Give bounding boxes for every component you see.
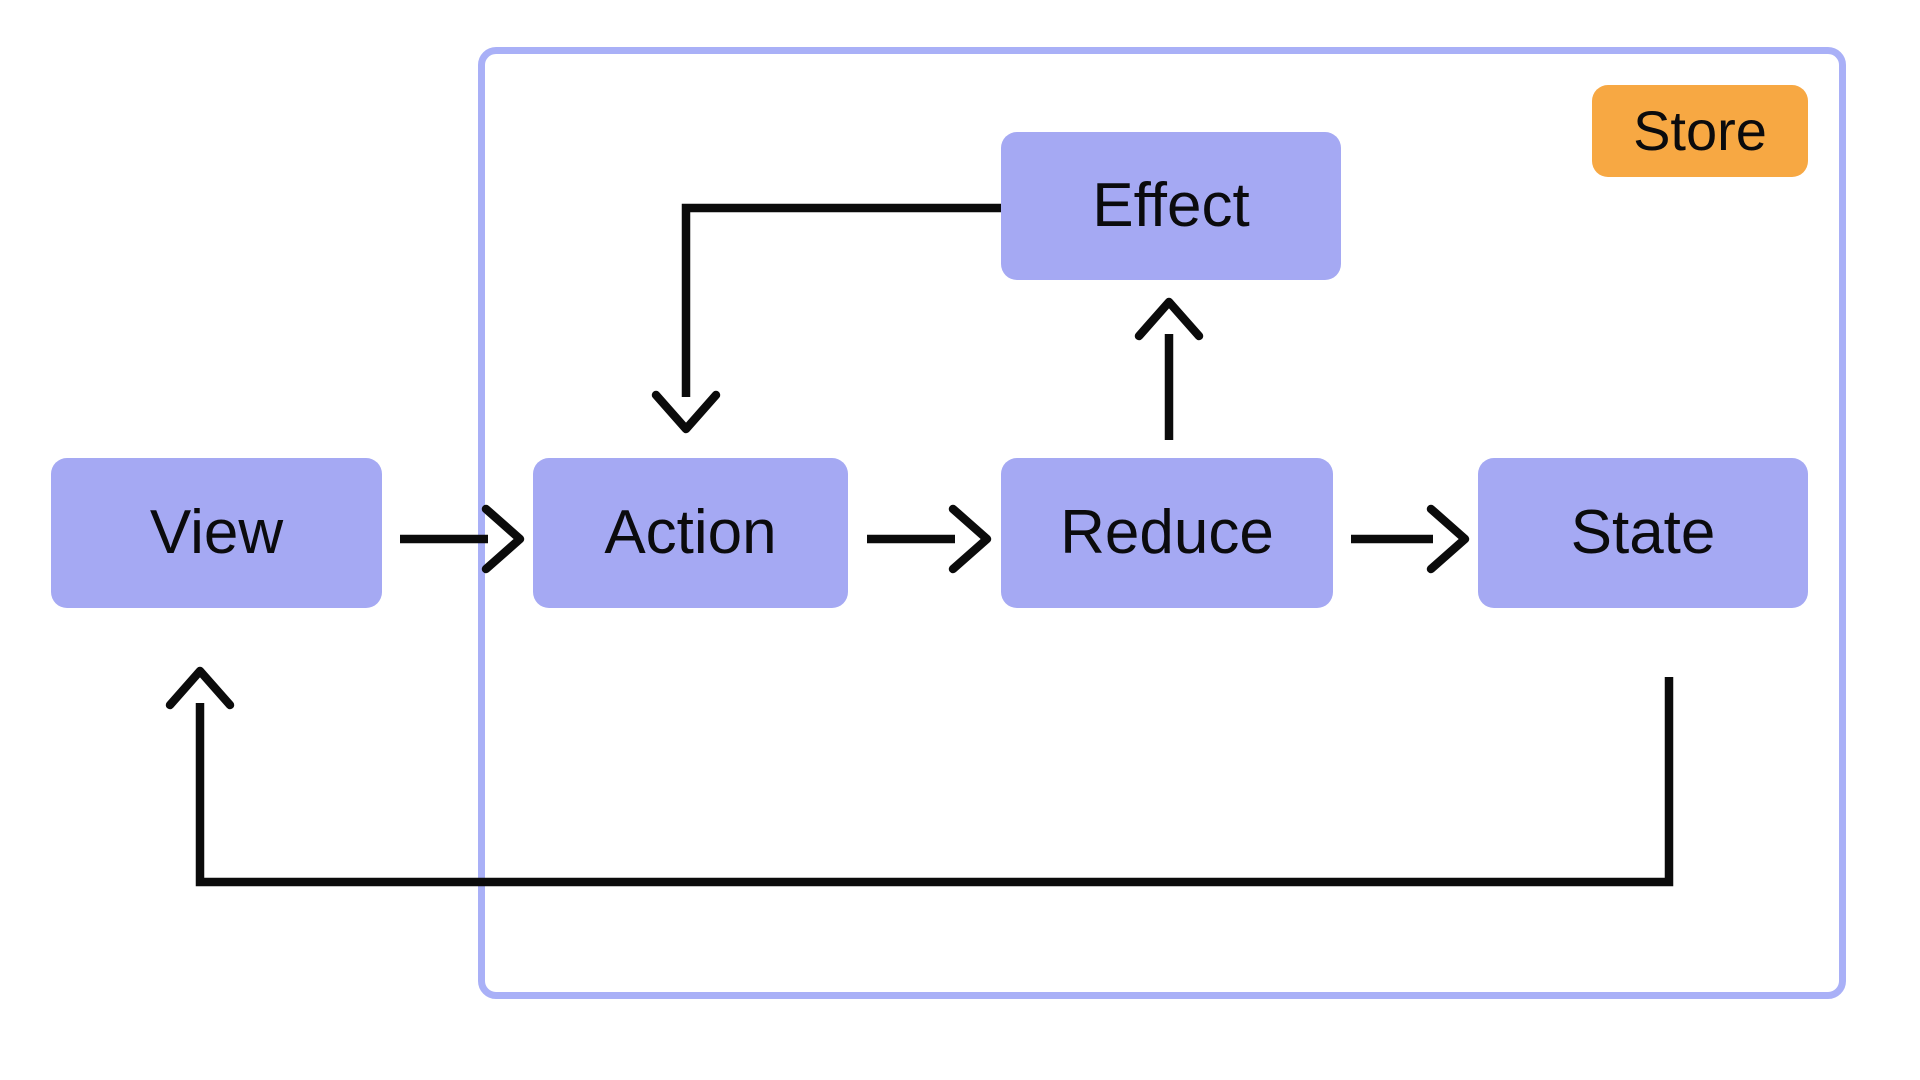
- node-view: View: [51, 458, 382, 608]
- node-state: State: [1478, 458, 1808, 608]
- node-reduce-label: Reduce: [1060, 498, 1274, 567]
- store-badge: Store: [1592, 85, 1808, 177]
- node-effect-label: Effect: [1092, 171, 1250, 240]
- node-effect: Effect: [1001, 132, 1341, 280]
- store-badge-label: Store: [1633, 99, 1767, 162]
- node-action: Action: [533, 458, 848, 608]
- node-state-label: State: [1570, 498, 1716, 567]
- node-reduce: Reduce: [1001, 458, 1333, 608]
- node-view-label: View: [149, 498, 284, 567]
- store-container-frame: [478, 47, 1846, 999]
- arrow-state-to-view-head: [165, 666, 235, 710]
- node-action-label: Action: [604, 498, 777, 567]
